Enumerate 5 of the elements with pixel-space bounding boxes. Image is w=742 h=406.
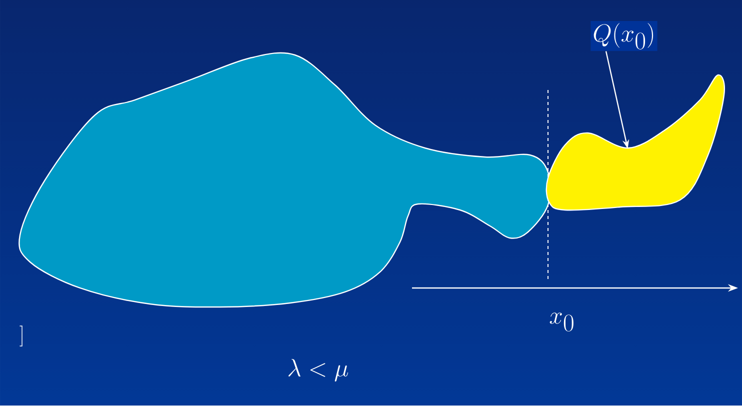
math-label: $x_0$ [550,312,574,332]
math-label: $\lambda < \mu$ [288,358,348,382]
blob-drawing [546,74,725,211]
formula-label: $Q(x_0)$ [590,20,658,52]
math-label: $]$ [20,326,22,346]
